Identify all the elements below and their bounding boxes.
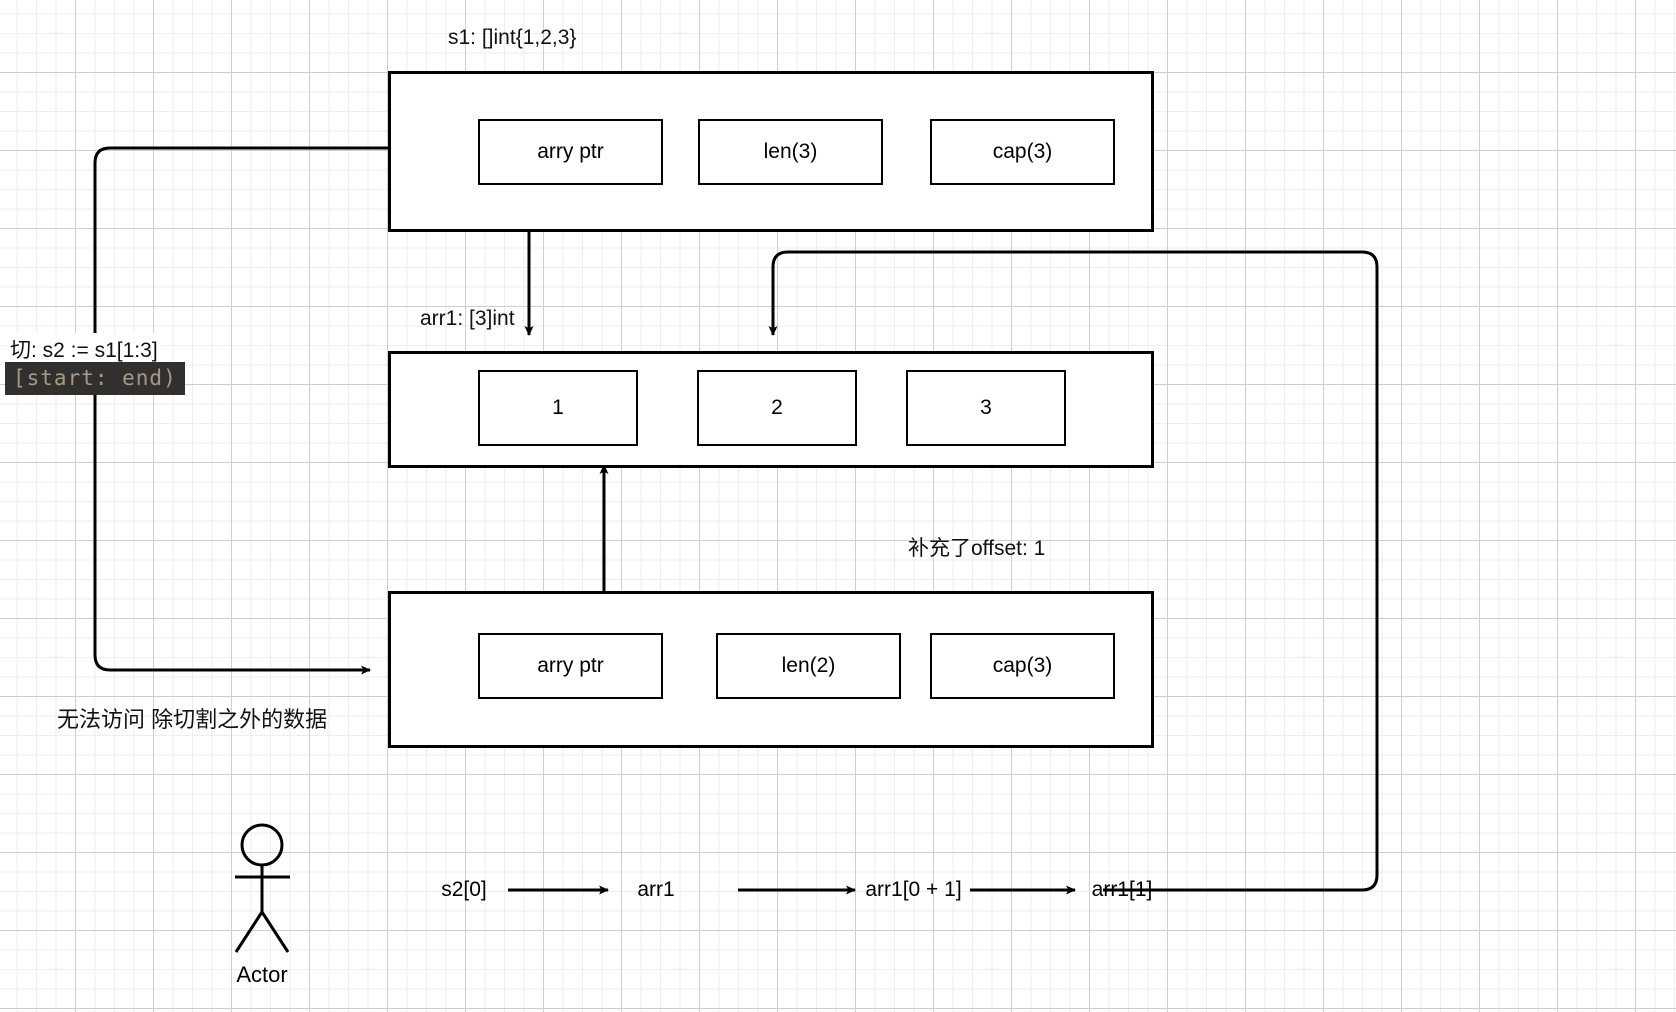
arr1-element-1[interactable]: 2 <box>697 370 857 446</box>
flow-step-1: arr1 <box>637 878 675 901</box>
actor-leg-right <box>260 911 290 953</box>
s2-field-cap[interactable]: cap(3) <box>930 633 1115 699</box>
slice-expression-note: 切: s2 := s1[1:3] <box>8 333 160 365</box>
no-access-note: 无法访问 除切割之外的数据 <box>57 707 328 732</box>
flow-step-3: arr1[1] <box>1091 878 1153 901</box>
s1-field-ptr[interactable]: arry ptr <box>478 119 663 185</box>
arr1-element-0[interactable]: 1 <box>478 370 638 446</box>
slice-range-code: [start: end) <box>5 362 185 395</box>
offset-note: 补充了offset: 1 <box>908 537 1046 560</box>
s2-field-ptr[interactable]: arry ptr <box>478 633 663 699</box>
actor-figure <box>234 823 290 953</box>
flow-step-2: arr1[0 + 1] <box>865 878 962 901</box>
connector-arr1index-to-element2 <box>768 250 1379 892</box>
s1-title: s1: []int{1,2,3} <box>448 26 577 49</box>
connector-s1-to-s2 <box>93 146 388 675</box>
s1-field-len[interactable]: len(3) <box>698 119 883 185</box>
arr1-element-2[interactable]: 3 <box>906 370 1066 446</box>
actor-label: Actor <box>236 962 288 987</box>
actor-leg-left <box>234 911 264 953</box>
arr1-title: arr1: [3]int <box>420 307 515 330</box>
s1-field-cap[interactable]: cap(3) <box>930 119 1115 185</box>
s2-field-len[interactable]: len(2) <box>716 633 901 699</box>
actor-head <box>240 823 284 867</box>
flow-step-0: s2[0] <box>441 878 487 901</box>
